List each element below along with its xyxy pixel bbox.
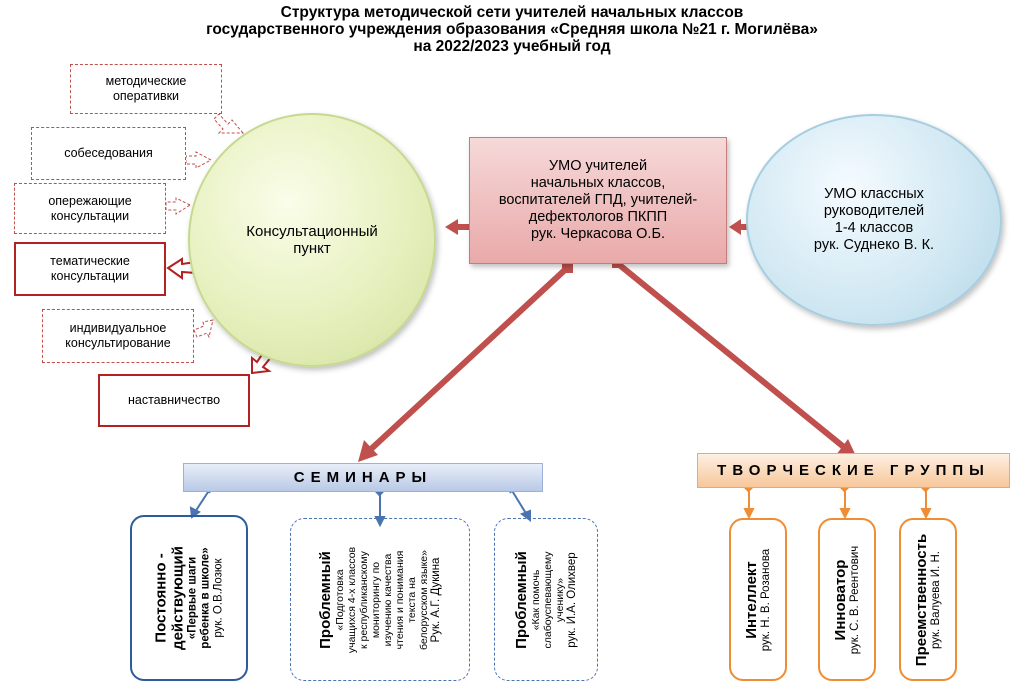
umo-main-box: УМО учителей начальных классов, воспитат… xyxy=(469,137,727,264)
seminar-postoyanno: Постоянно - действующий «Первые шаги реб… xyxy=(130,515,248,681)
creative-connectors xyxy=(743,482,932,520)
title-line-2: государственного учреждения образования … xyxy=(206,21,818,38)
item-tematicheskie: тематические консультации xyxy=(14,242,166,296)
main-arrows xyxy=(367,260,847,453)
item-nastavnichestvo: наставничество xyxy=(98,374,250,427)
creative-groups-bar: ТВОРЧЕСКИЕ ГРУППЫ xyxy=(697,453,1010,488)
diagram-title: Структура методической сети учителей нач… xyxy=(0,4,1024,55)
seminar-problem-2: Проблемный «Как помочь слабоуспевающему … xyxy=(494,518,598,681)
item-operezhayuschie: опережающие консультации xyxy=(14,183,166,234)
item-sobesedovanie: собеседования xyxy=(31,127,186,180)
creative-intellekt: Интеллект рук. Н. В. Розанова xyxy=(729,518,787,681)
creative-preemstvennost: Преемственность рук. Валуева И. Н. xyxy=(899,518,957,681)
title-line-3: на 2022/2023 учебный год xyxy=(413,38,611,55)
consult-center-circle: Консультационный пункт xyxy=(188,113,436,367)
creative-innovator: Инноватор рук. С. В. Реентович xyxy=(818,518,876,681)
hollow-arrows-dashed xyxy=(165,113,245,339)
item-operativki: методические оперативки xyxy=(70,64,222,114)
seminars-bar: СЕМИНАРЫ xyxy=(183,463,543,492)
title-line-1: Структура методической сети учителей нач… xyxy=(280,4,744,21)
umo-class-circle: УМО классных руководителей 1-4 классов р… xyxy=(746,114,1002,326)
seminar-problem-1: Проблемный «Подготовка учащихся 4-х клас… xyxy=(290,518,470,681)
item-individualnoe: индивидуальное консультирование xyxy=(42,309,194,363)
